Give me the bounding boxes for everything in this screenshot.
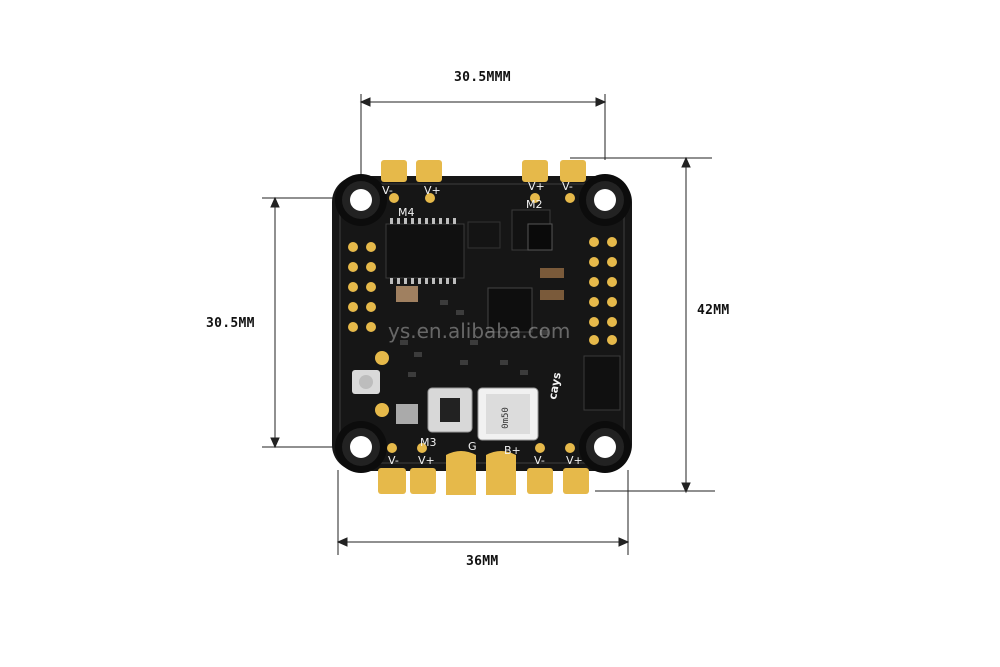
top-motor-pads <box>381 160 586 203</box>
dimension-bottom-label: 36MM <box>466 554 499 569</box>
right-header-pads <box>589 237 617 345</box>
components: 0m50 <box>352 209 621 441</box>
brand-logo: cays <box>546 371 564 401</box>
pad-label: V+ <box>418 454 435 467</box>
left-header-pads <box>348 242 376 332</box>
motor-label-m4: M4 <box>398 206 415 219</box>
mounting-holes <box>335 174 631 473</box>
pad-label: V- <box>534 454 545 467</box>
pad-label: V- <box>382 184 393 197</box>
pad-label: B+ <box>504 444 521 457</box>
pad-label: V- <box>388 454 399 467</box>
pad-label: G <box>468 440 477 453</box>
dimension-left-label: 30.5MM <box>206 316 255 331</box>
pad-label: V+ <box>566 454 583 467</box>
pad-label: V+ <box>424 184 441 197</box>
pad-label: V- <box>562 180 573 193</box>
bottom-power-pads <box>378 443 589 495</box>
pad-label: V+ <box>528 180 545 193</box>
silkscreen-labels: M4 M2 M3 V- V+ V+ V- V- V+ G B+ V- V+ ca… <box>382 180 583 467</box>
dimension-top-label: 30.5MMM <box>454 70 511 85</box>
dimension-right-label: 42MM <box>697 303 730 318</box>
motor-label-m3: M3 <box>420 436 437 449</box>
motor-label-m2: M2 <box>526 198 543 211</box>
watermark: ys.en.alibaba.com <box>388 319 570 343</box>
shunt-marking: 0m50 <box>501 407 511 429</box>
